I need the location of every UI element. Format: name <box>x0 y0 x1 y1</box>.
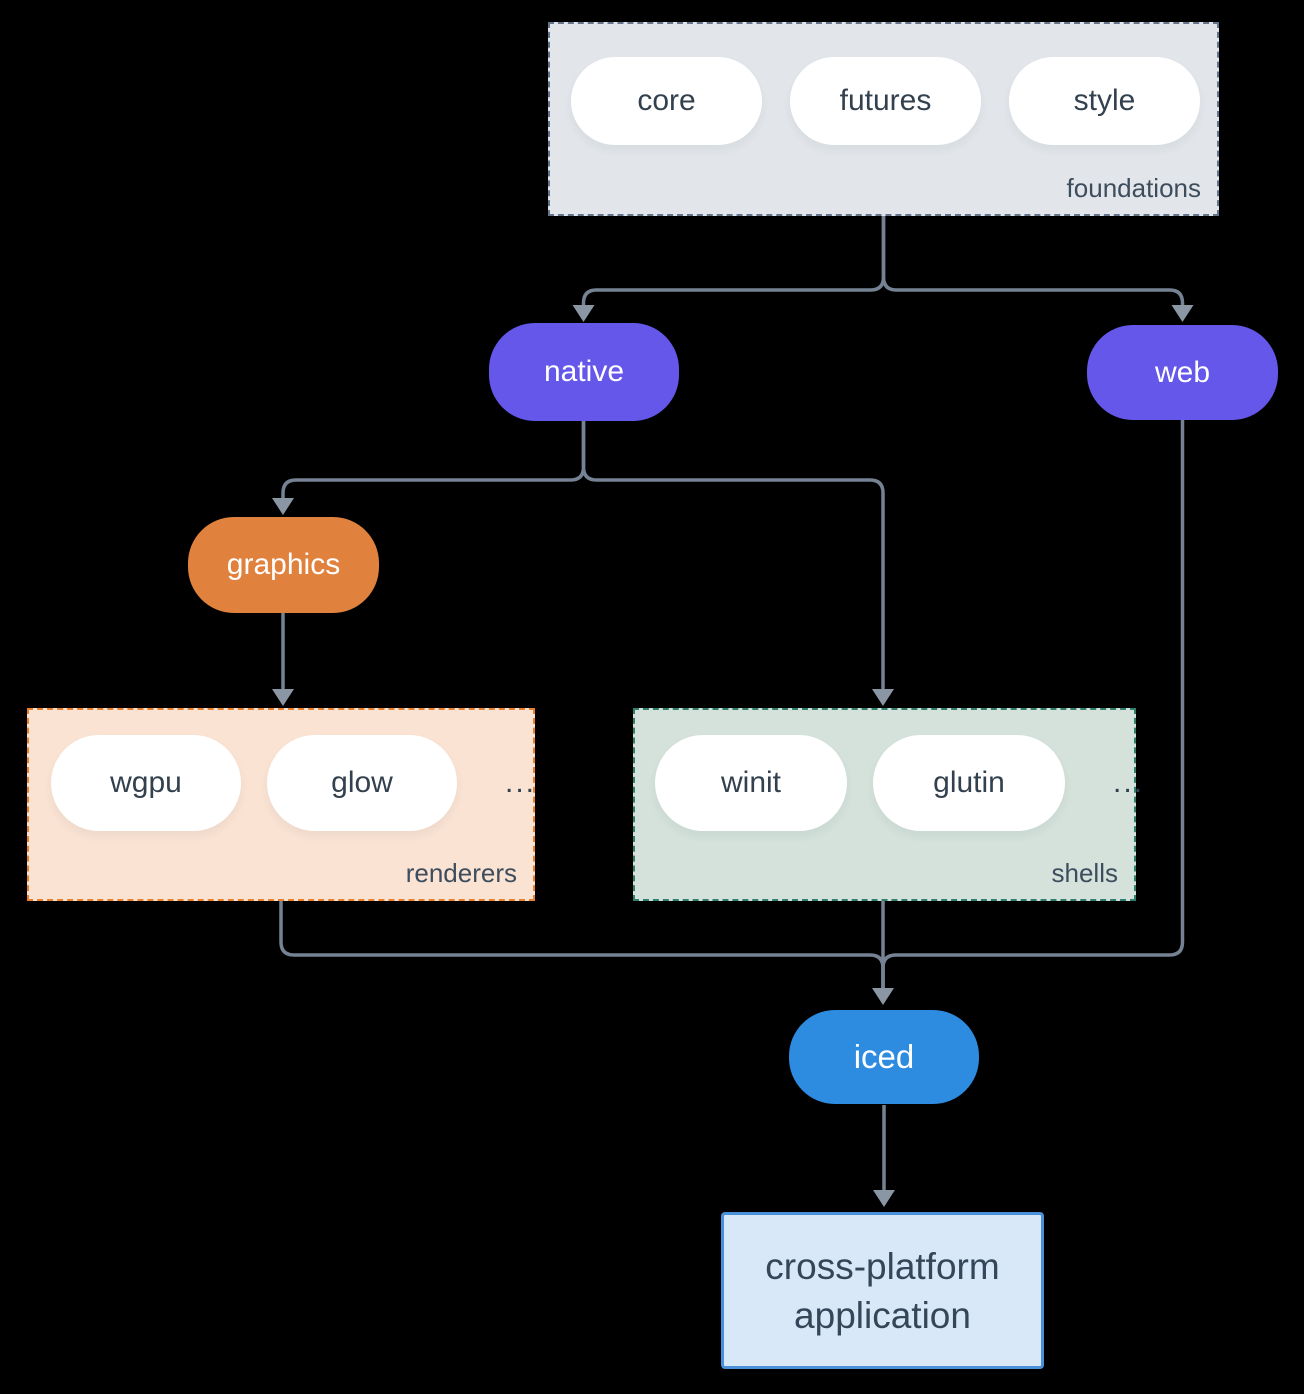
connector-foundations-native <box>581 216 886 310</box>
pill-glow-label: glow <box>331 766 393 799</box>
group-shells-label: shells <box>1051 858 1118 888</box>
pill-style-label: style <box>1073 84 1136 117</box>
arrowhead-renderers <box>272 689 294 706</box>
pill-futures-label: futures <box>839 84 932 117</box>
pill-wgpu-label: wgpu <box>110 766 182 799</box>
node-iced-label: iced <box>853 1038 915 1075</box>
pill-core: core <box>571 57 762 145</box>
arrowhead-web <box>1171 305 1194 322</box>
renderers-ellipsis: ... <box>505 766 537 799</box>
connector-native-shells <box>581 421 885 692</box>
group-foundations: core futures style foundations <box>548 22 1219 216</box>
node-graphics-label: graphics <box>226 548 341 581</box>
node-native: native <box>489 323 679 421</box>
arrowhead-application <box>873 1190 895 1207</box>
connector-foundations-web <box>881 216 1185 310</box>
pill-core-label: core <box>637 84 696 117</box>
shells-pill-row: winit glutin ... <box>655 735 1144 831</box>
group-shells: winit glutin ... shells <box>633 708 1142 901</box>
connector-native-graphics <box>281 421 586 502</box>
foundations-pill-row: core futures style <box>571 57 1200 145</box>
pill-wgpu: wgpu <box>51 735 241 831</box>
arrowhead-iced <box>872 988 894 1005</box>
pill-winit: winit <box>655 735 847 831</box>
pill-futures: futures <box>790 57 981 145</box>
pill-style: style <box>1009 57 1200 145</box>
application-label-line2: application <box>794 1294 971 1336</box>
pill-glutin-label: glutin <box>933 766 1005 799</box>
group-renderers-label: renderers <box>405 858 517 888</box>
node-web: web <box>1087 325 1278 420</box>
arrowhead-native <box>572 305 595 322</box>
node-iced: iced <box>789 1010 979 1104</box>
application-label-line1: cross-platform <box>765 1245 1000 1287</box>
shells-ellipsis: ... <box>1113 766 1145 799</box>
connector-web-iced <box>881 420 1185 990</box>
node-native-label: native <box>543 355 625 388</box>
node-cross-platform-application: cross-platform application <box>721 1212 1044 1369</box>
pill-winit-label: winit <box>720 766 781 799</box>
arrowhead-graphics <box>272 498 294 515</box>
pill-glutin: glutin <box>873 735 1065 831</box>
node-graphics: graphics <box>188 517 379 613</box>
arrowhead-shells <box>872 689 894 706</box>
pill-glow: glow <box>267 735 457 831</box>
group-renderers: wgpu glow ... renderers <box>27 708 535 901</box>
group-foundations-label: foundations <box>1066 173 1201 203</box>
renderers-pill-row: wgpu glow ... <box>51 735 536 831</box>
connector-renderers-iced <box>279 901 885 990</box>
node-web-label: web <box>1154 355 1211 389</box>
